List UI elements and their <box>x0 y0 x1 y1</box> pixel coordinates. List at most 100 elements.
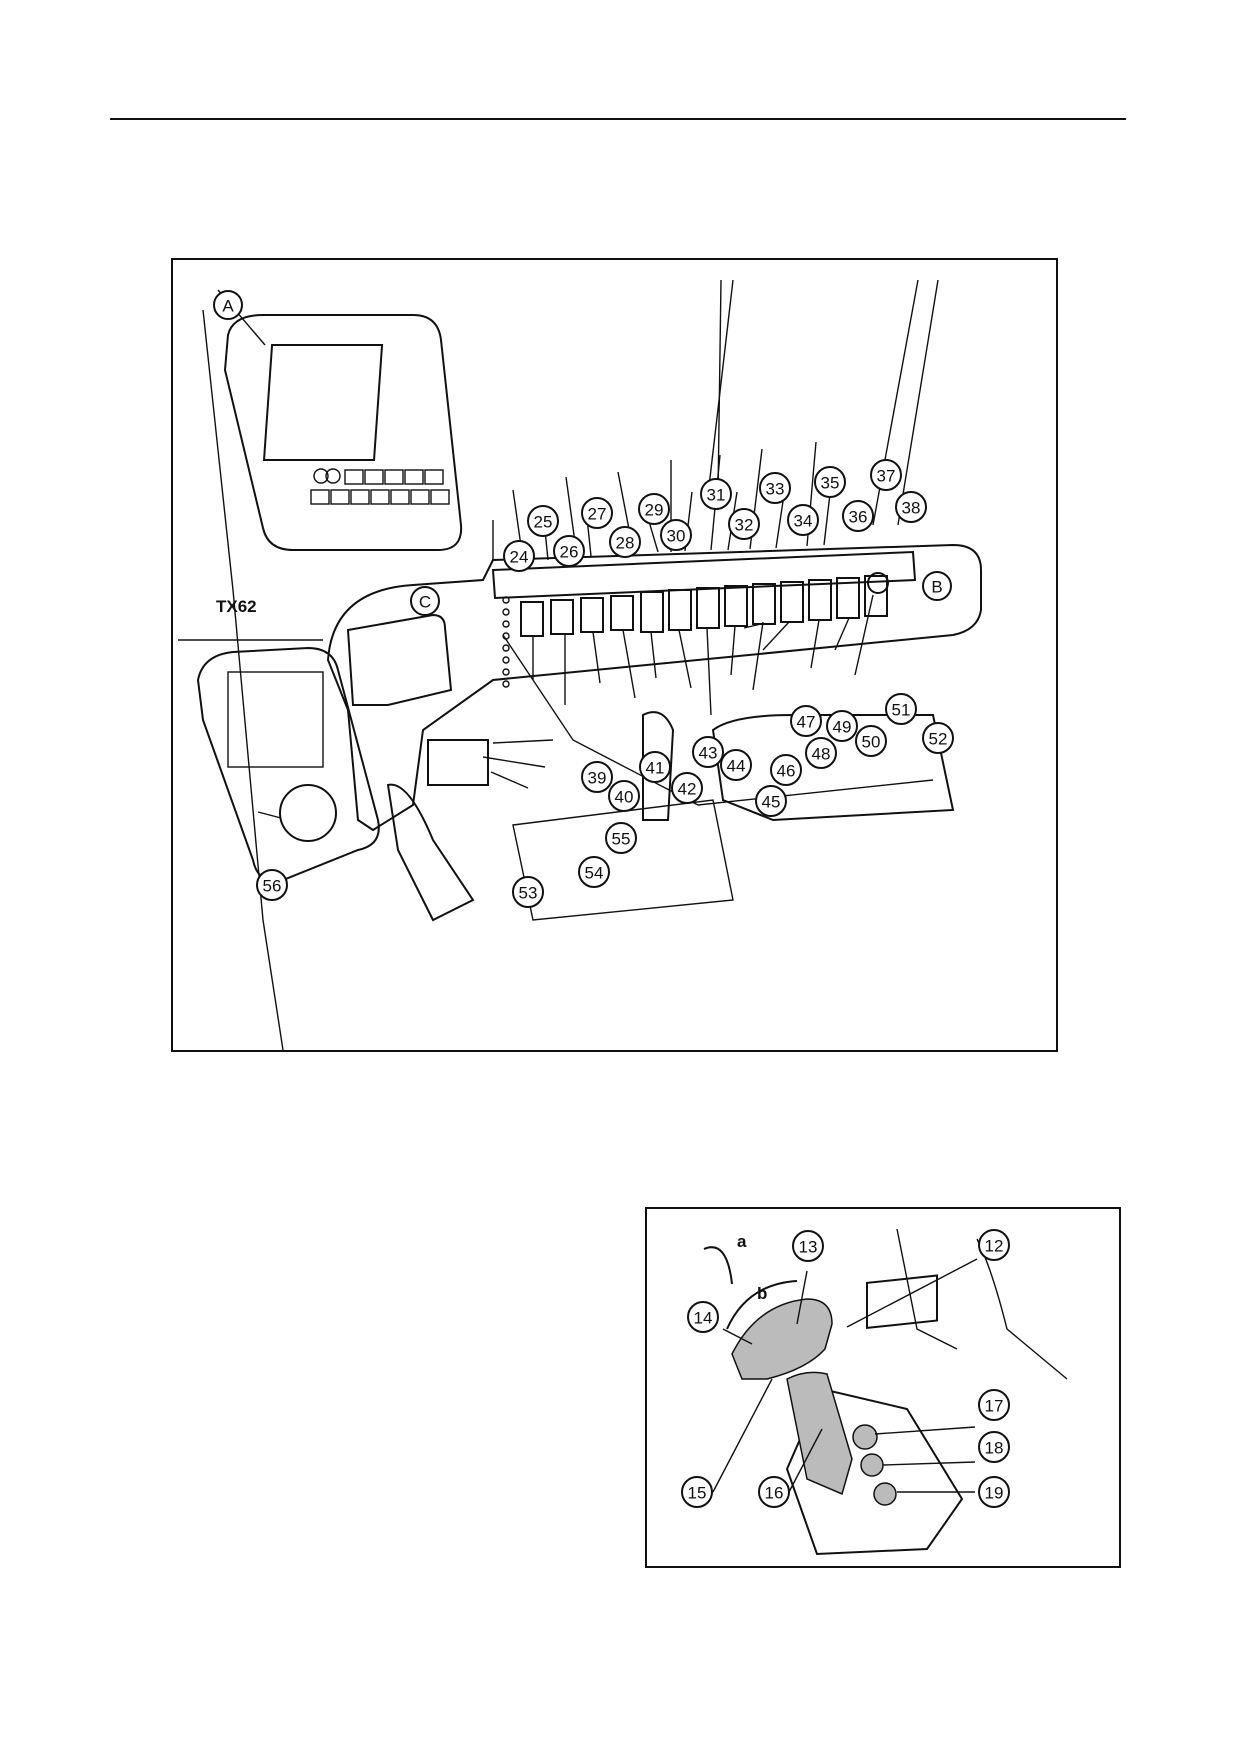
callout-24: 24 <box>503 540 535 572</box>
display-housing <box>223 314 463 551</box>
direction-arc-b <box>726 1280 798 1330</box>
callout-label: 53 <box>519 884 538 903</box>
callout-label: 24 <box>510 548 529 567</box>
callout-label: 16 <box>765 1484 784 1503</box>
callout-label: 43 <box>699 744 718 763</box>
callout-label: 38 <box>902 499 921 518</box>
joystick-drawing: a b 12 13 14 15 16 17 18 19 <box>681 1228 1068 1556</box>
callout-label: 52 <box>929 730 948 749</box>
callout-53: 53 <box>512 876 544 908</box>
callout-label: 51 <box>892 701 911 720</box>
callout-label: C <box>419 593 431 612</box>
callout-C: C <box>410 586 440 616</box>
tx62-keypad <box>227 671 324 768</box>
callout-52: 52 <box>922 722 954 754</box>
callout-39: 39 <box>581 761 613 793</box>
callout-37: 37 <box>870 459 902 491</box>
callout-label: 42 <box>678 780 697 799</box>
callout-44: 44 <box>720 749 752 781</box>
callout-32: 32 <box>728 508 760 540</box>
led-column <box>502 596 510 688</box>
callout-35: 35 <box>814 466 846 498</box>
console-body <box>326 543 982 832</box>
callout-12: 12 <box>978 1229 1010 1261</box>
callout-14: 14 <box>687 1301 719 1333</box>
display-keypad <box>310 468 450 505</box>
callout-33: 33 <box>759 472 791 504</box>
callout-label: 55 <box>612 830 631 849</box>
callout-label: 30 <box>667 527 686 546</box>
display-screen <box>262 344 384 461</box>
callout-30: 30 <box>660 519 692 551</box>
tx62-dial <box>279 784 337 842</box>
callout-13: 13 <box>792 1230 824 1262</box>
switch-block <box>866 1274 938 1329</box>
model-label: TX62 <box>216 597 257 616</box>
callout-label: A <box>222 297 234 316</box>
callout-label: 31 <box>707 486 726 505</box>
lower-switch-group <box>427 739 489 786</box>
callout-label: 29 <box>645 501 664 520</box>
button-19 <box>873 1482 897 1506</box>
callout-label: 37 <box>877 467 896 486</box>
callout-label: 27 <box>588 505 607 524</box>
callout-label: 13 <box>799 1238 818 1257</box>
callout-label: 35 <box>821 474 840 493</box>
callout-label: 41 <box>646 759 665 778</box>
callout-38: 38 <box>895 491 927 523</box>
callout-51: 51 <box>885 693 917 725</box>
callout-label: 19 <box>985 1484 1004 1503</box>
callout-19: 19 <box>978 1476 1010 1508</box>
callout-label: 49 <box>833 718 852 737</box>
button-17 <box>852 1424 878 1450</box>
callout-56: 56 <box>256 869 288 901</box>
rocker-switches <box>520 575 888 637</box>
callout-45: 45 <box>755 785 787 817</box>
callout-29: 29 <box>638 493 670 525</box>
joystick-head <box>731 1298 833 1380</box>
callout-55: 55 <box>605 822 637 854</box>
callout-34: 34 <box>787 504 819 536</box>
callout-15: 15 <box>681 1476 713 1508</box>
callout-label: 45 <box>762 793 781 812</box>
callout-label: 46 <box>777 762 796 781</box>
callout-28: 28 <box>609 526 641 558</box>
warning-light-strip <box>491 550 917 600</box>
callout-label: 26 <box>560 543 579 562</box>
callout-label: 39 <box>588 769 607 788</box>
callout-18: 18 <box>978 1431 1010 1463</box>
callout-label: 44 <box>727 757 746 776</box>
callout-label: 33 <box>766 480 785 499</box>
callout-46: 46 <box>770 754 802 786</box>
callout-label: 17 <box>985 1397 1004 1416</box>
direction-label-b: b <box>757 1284 767 1303</box>
callout-25: 25 <box>527 505 559 537</box>
callout-label: 48 <box>812 745 831 764</box>
callout-label: 54 <box>585 864 604 883</box>
callout-label: 12 <box>985 1237 1004 1256</box>
callout-label: 32 <box>735 516 754 535</box>
direction-label-a: a <box>737 1232 747 1251</box>
callout-40: 40 <box>608 780 640 812</box>
callout-A: A <box>213 290 243 320</box>
callout-48: 48 <box>805 737 837 769</box>
callout-26: 26 <box>553 535 585 567</box>
ignition-switch <box>867 572 889 594</box>
callout-label: B <box>931 578 942 597</box>
header-rule <box>110 118 1126 120</box>
button-18 <box>860 1453 884 1477</box>
callout-label: 40 <box>615 788 634 807</box>
callout-17: 17 <box>978 1389 1010 1421</box>
callout-label: 34 <box>794 512 813 531</box>
callout-41: 41 <box>639 751 671 783</box>
callout-label: 56 <box>263 877 282 896</box>
callout-43: 43 <box>692 736 724 768</box>
direction-arc-a <box>703 1246 733 1285</box>
callout-36: 36 <box>842 500 874 532</box>
callout-27: 27 <box>581 497 613 529</box>
callout-label: 18 <box>985 1439 1004 1458</box>
callout-49: 49 <box>826 710 858 742</box>
callout-54: 54 <box>578 856 610 888</box>
callout-label: 36 <box>849 508 868 527</box>
